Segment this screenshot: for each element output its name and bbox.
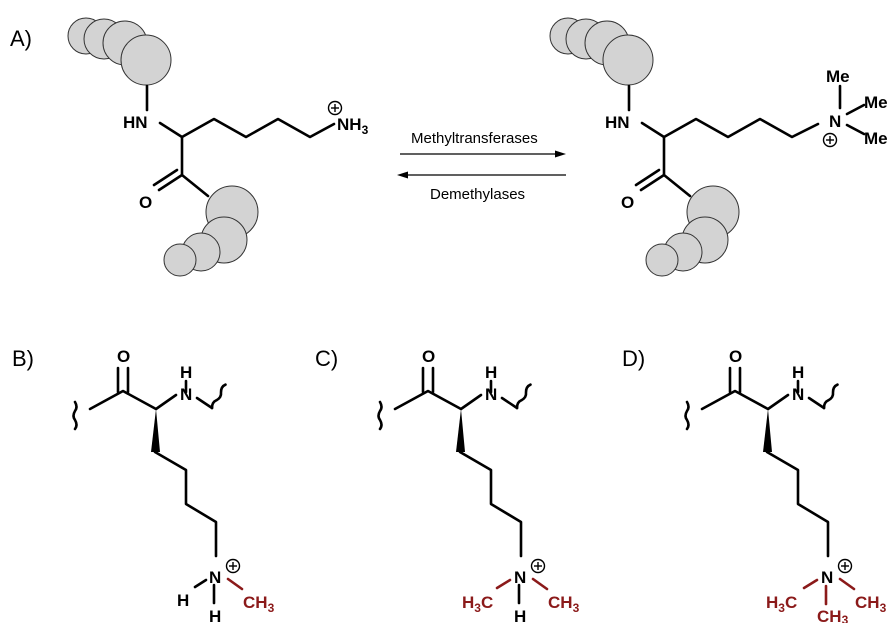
amide-nh-c-n: N <box>485 385 497 404</box>
methyl-group-c-left: H3C <box>462 593 493 615</box>
amide-nitrogen-left: HN <box>123 113 148 132</box>
methyl-top: Me <box>826 67 850 86</box>
peptide-chain-beads-bottom-left <box>163 185 259 277</box>
amide-nh-d-n: N <box>792 385 804 404</box>
panel-c-label: C) <box>315 346 338 371</box>
methyl-bond-d-left <box>802 578 819 590</box>
hydrogen-bottom-c: H <box>514 607 526 623</box>
methyl-bond-b <box>226 577 244 591</box>
panel-b-label: B) <box>12 346 34 371</box>
amide-nh-b-n: N <box>180 385 192 404</box>
epsilon-nitrogen-b: N <box>209 568 221 587</box>
carbonyl-oxygen-d: O <box>729 347 742 366</box>
methyl-group-d-left: H3C <box>766 593 797 615</box>
methyl-upper-right: Me <box>864 93 888 112</box>
methyl-group-b: CH3 <box>243 593 275 615</box>
positive-charge-icon <box>225 558 241 574</box>
methyl-group-d-bottom: CH3 <box>817 607 849 623</box>
methyl-group-d-right: CH3 <box>855 593 887 615</box>
peptide-chain-beads-top-right <box>549 17 654 86</box>
monomethyl-lysine-skeleton <box>72 366 227 605</box>
epsilon-nitrogen-d: N <box>821 568 833 587</box>
amide-nh-d-h: H <box>792 363 804 382</box>
positive-charge-icon <box>822 132 838 148</box>
lysine-left-skeleton <box>145 84 336 198</box>
panel-a-label: A) <box>10 26 32 51</box>
panel-d-label: D) <box>622 346 645 371</box>
hydrogen-left-b: H <box>177 591 189 610</box>
amide-nh-b-h: H <box>180 363 192 382</box>
methyltransferases-label: Methyltransferases <box>411 130 538 147</box>
amide-nh-c-h: H <box>485 363 497 382</box>
positive-charge-icon <box>530 558 546 574</box>
positive-charge-icon <box>327 100 343 116</box>
trimethyl-lysine-skeleton <box>684 366 839 558</box>
quaternary-nitrogen: N <box>829 112 841 131</box>
lysine-right-skeleton <box>627 84 866 198</box>
carbonyl-oxygen-c: O <box>422 347 435 366</box>
methyl-bond-c-left <box>495 578 512 590</box>
carbonyl-oxygen-b: O <box>117 347 130 366</box>
demethylases-label: Demethylases <box>430 186 525 203</box>
dimethyl-lysine-skeleton <box>377 366 532 605</box>
methyl-lower-right: Me <box>864 129 888 148</box>
methyl-group-c-right: CH3 <box>548 593 580 615</box>
amide-nitrogen-right: HN <box>605 113 630 132</box>
methyl-bond-d-right <box>838 577 856 591</box>
peptide-chain-beads-top-left <box>67 17 172 86</box>
positive-charge-icon <box>837 558 853 574</box>
ammonium-left: NH3 <box>337 115 369 137</box>
epsilon-nitrogen-c: N <box>514 568 526 587</box>
hydrogen-bottom-b: H <box>209 607 221 623</box>
methyl-bond-c-right <box>531 577 549 591</box>
equilibrium-arrows <box>397 150 566 179</box>
peptide-chain-beads-bottom-right <box>645 185 740 277</box>
carbonyl-oxygen-left: O <box>139 193 152 212</box>
carbonyl-oxygen-right: O <box>621 193 634 212</box>
